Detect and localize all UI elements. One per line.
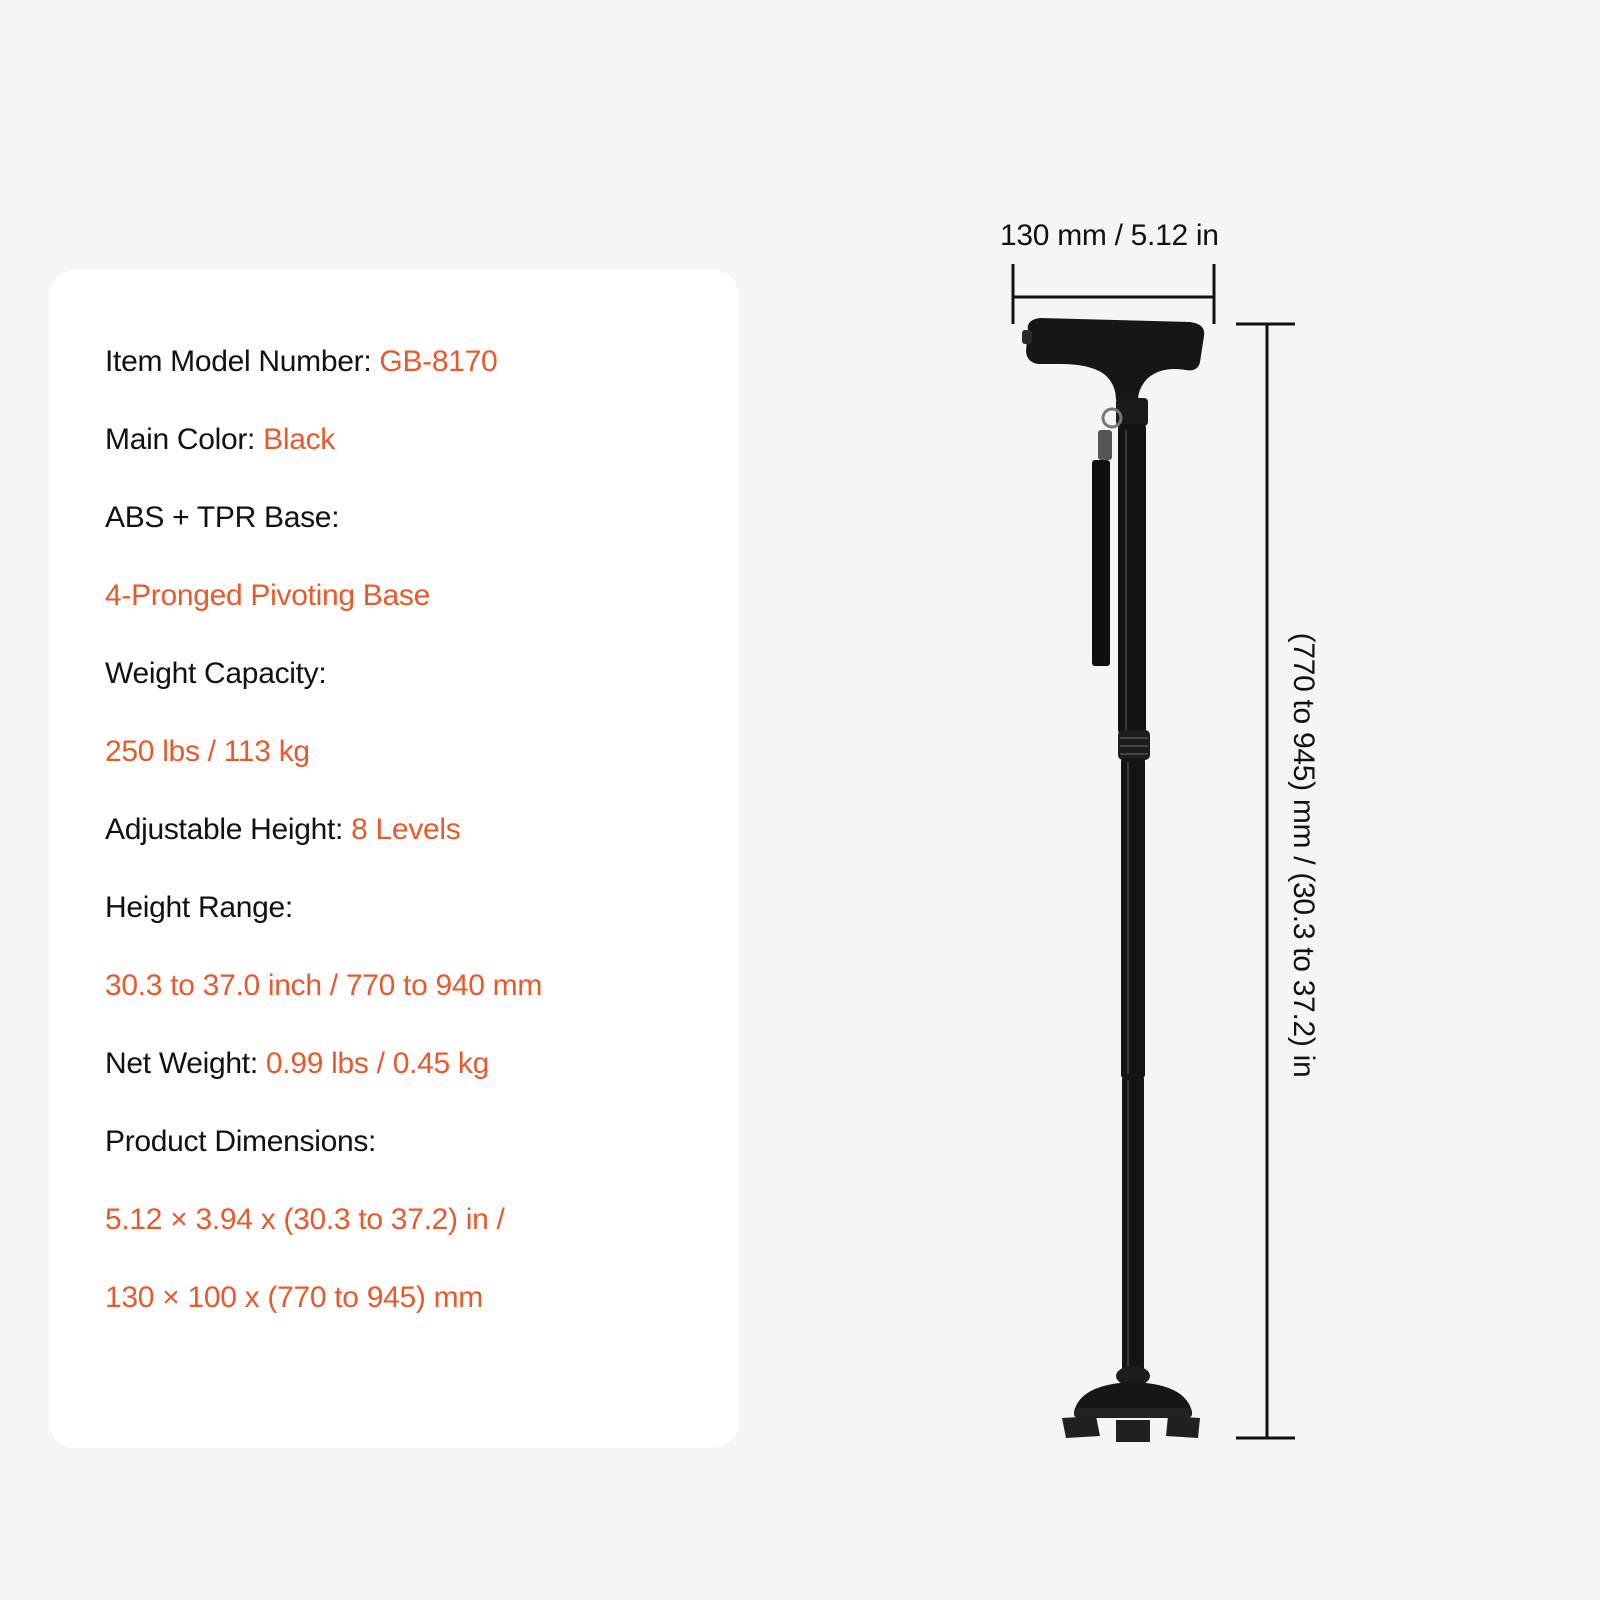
spec-model-label: Item Model Number: xyxy=(105,345,380,378)
cane-collar xyxy=(1116,398,1148,426)
spec-capacity-value: 250 lbs / 113 kg xyxy=(105,735,310,768)
spec-dimensions-value-in: 5.12 × 3.94 x (30.3 to 37.2) in / xyxy=(105,1203,505,1236)
cane-upper-shaft xyxy=(1118,424,1146,734)
base-foot-center xyxy=(1116,1420,1150,1442)
spec-card: Item Model Number: GB-8170 Main Color: B… xyxy=(49,270,739,1448)
spec-adjustable-height: Adjustable Height: 8 Levels xyxy=(105,810,461,850)
spec-base-value: 4-Pronged Pivoting Base xyxy=(105,579,430,612)
height-dimension-line xyxy=(1236,322,1295,1440)
spec-adjustable-label: Adjustable Height: xyxy=(105,813,352,846)
base-foot-left xyxy=(1062,1416,1100,1438)
width-dimension-line xyxy=(1011,264,1216,324)
spec-net-weight-value: 0.99 lbs / 0.45 kg xyxy=(265,1047,490,1080)
cane-base xyxy=(1074,1382,1192,1412)
spec-main-color: Main Color: Black xyxy=(105,420,335,460)
cane-middle-shaft xyxy=(1121,758,1145,1078)
spec-model-value: GB-8170 xyxy=(379,345,498,378)
spec-color-label: Main Color: xyxy=(105,423,264,456)
cane-handle xyxy=(1026,318,1205,400)
spec-capacity-label: Weight Capacity: xyxy=(105,657,327,690)
spec-base-label: ABS + TPR Base: xyxy=(105,501,340,534)
wrist-strap xyxy=(1092,407,1123,666)
handle-button xyxy=(1022,330,1032,344)
width-dimension-label: 130 mm / 5.12 in xyxy=(1000,219,1219,252)
spec-dimensions-value-mm: 130 × 100 x (770 to 945) mm xyxy=(105,1281,483,1314)
spec-height-range-value: 30.3 to 37.0 inch / 770 to 940 mm xyxy=(105,969,543,1002)
spec-color-value: Black xyxy=(263,423,335,456)
spec-height-range-label: Height Range: xyxy=(105,891,293,924)
base-foot-right xyxy=(1166,1416,1200,1438)
spec-net-weight: Net Weight: 0.99 lbs / 0.45 kg xyxy=(105,1044,489,1084)
spec-adjustable-value: 8 Levels xyxy=(351,813,461,846)
cane-product xyxy=(1022,318,1205,1442)
base-joint xyxy=(1116,1366,1150,1386)
spec-model-number: Item Model Number: GB-8170 xyxy=(105,342,498,382)
cane-lower-shaft xyxy=(1122,1076,1144,1376)
spec-net-weight-label: Net Weight: xyxy=(105,1047,266,1080)
height-dimension-label: (770 to 945) mm / (30.3 to 37.2) in xyxy=(1287,632,1320,1078)
spec-dimensions-label: Product Dimensions: xyxy=(105,1125,377,1158)
